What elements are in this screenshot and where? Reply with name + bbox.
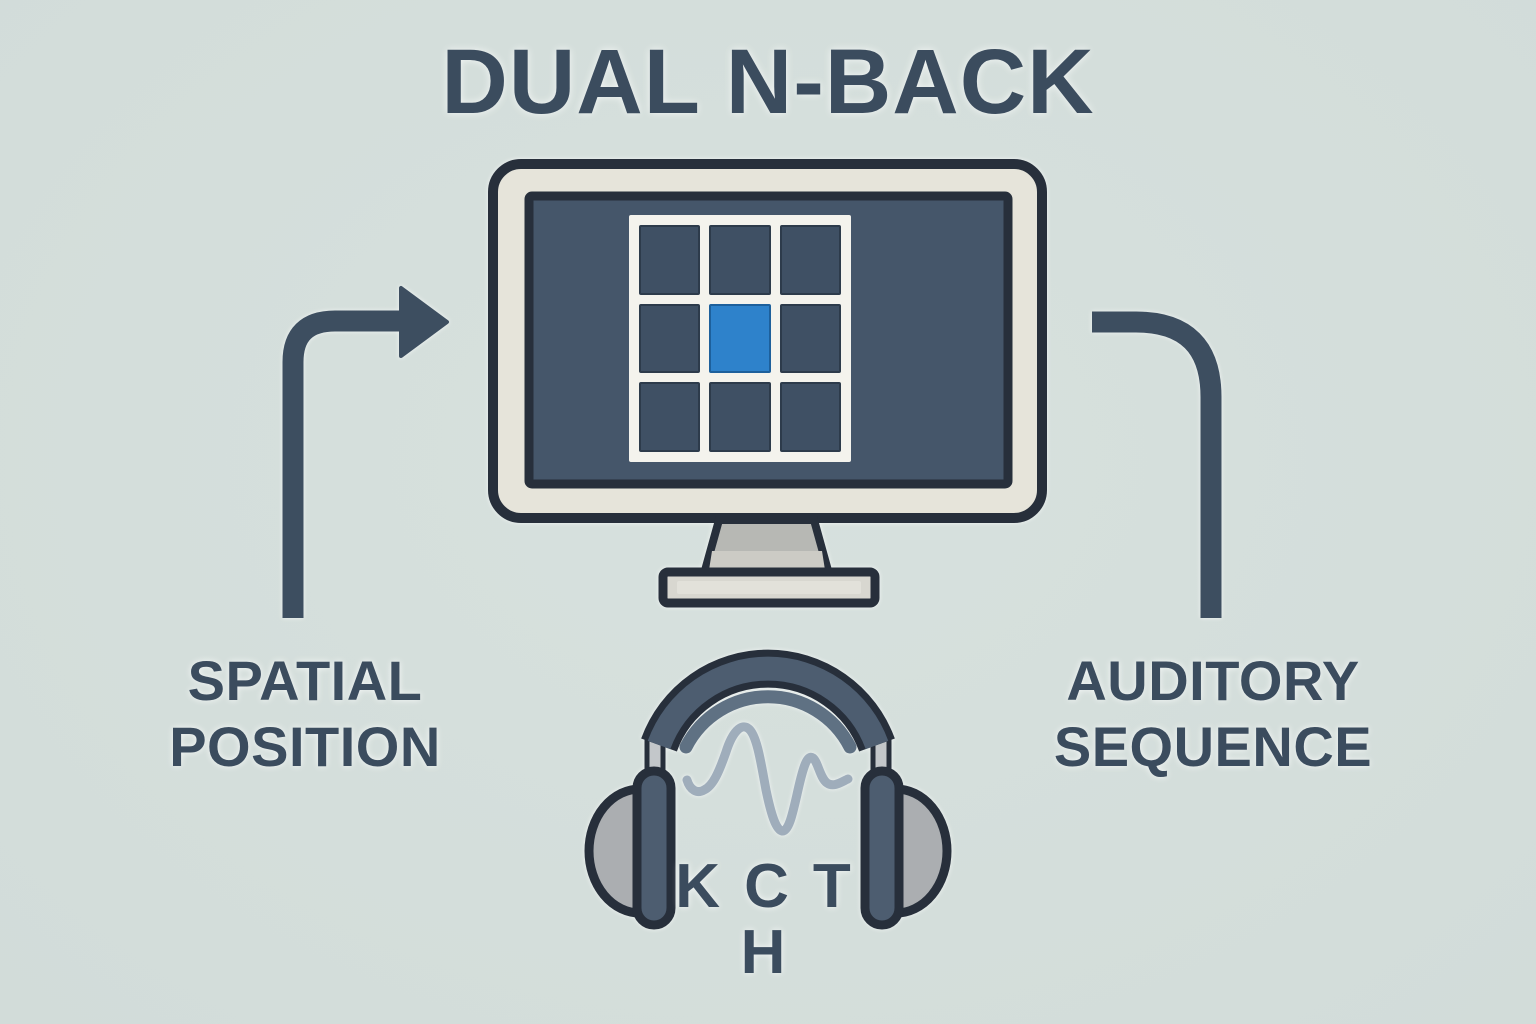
audio-letter: C [744, 852, 789, 921]
audio-letter-below: H [740, 918, 786, 987]
grid-cell-highlighted [709, 303, 771, 374]
grid-cell [779, 382, 841, 452]
audio-letters-row: K C T [675, 851, 850, 922]
auditory-sequence-label: AUDITORY SEQUENCE [1028, 648, 1398, 780]
audio-letter: K [675, 852, 721, 921]
monitor-stand-neck-light [709, 551, 825, 570]
ear-pad-left [632, 766, 676, 930]
curved-arrow-icon [282, 286, 449, 618]
headband [647, 656, 889, 750]
ear-pad-right [860, 766, 904, 930]
monitor-stand-base-inset [677, 581, 861, 594]
grid-cell [639, 382, 701, 452]
grid-cell [709, 382, 771, 452]
nback-grid [629, 215, 851, 462]
grid-cell [779, 303, 841, 374]
grid-cell [639, 303, 701, 374]
headphones-icon [584, 649, 952, 930]
spatial-arrow-shaft [282, 310, 403, 618]
auditory-connector-line [1092, 311, 1222, 618]
grid-cell [709, 225, 771, 295]
curved-line-icon [1092, 311, 1222, 618]
spatial-position-label: SPATIAL POSITION [120, 648, 490, 780]
diagram-title: DUAL N-BACK [441, 31, 1095, 133]
auditory-label-line2: SEQUENCE [1053, 715, 1373, 779]
auditory-label-line1: AUDITORY [1066, 649, 1360, 712]
ear-cup-left [584, 784, 645, 918]
spatial-label-line2: POSITION [169, 715, 441, 779]
headband-padding-highlight [679, 690, 857, 754]
waveform-icon [682, 722, 853, 836]
grid-cell [779, 225, 841, 295]
ear-cup-right [891, 784, 952, 918]
audio-letter: T [812, 852, 851, 921]
spatial-arrow-head [399, 286, 449, 358]
spatial-label-line1: SPATIAL [187, 649, 423, 712]
grid-cell [639, 225, 701, 295]
